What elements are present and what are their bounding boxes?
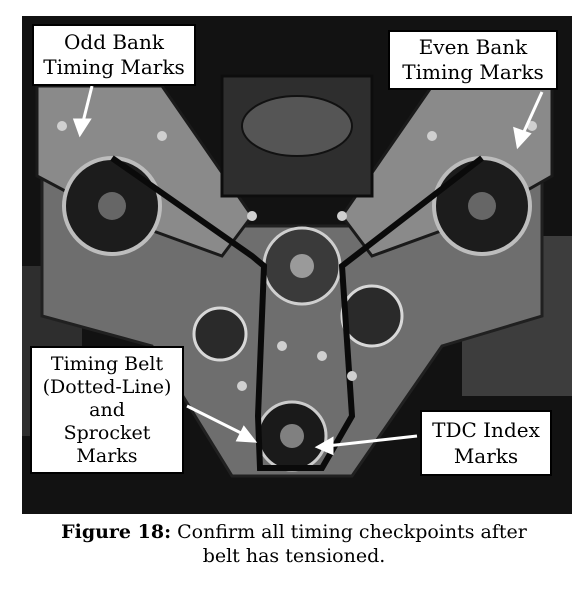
timing-belt-callout: Timing Belt (Dotted-Line) and Sprocket M… — [30, 346, 184, 474]
timing-belt-label-line2: (Dotted-Line) — [42, 375, 172, 398]
odd-bank-label-line2: Timing Marks — [43, 55, 185, 79]
tdc-label-line1: TDC Index — [432, 418, 540, 442]
odd-bank-callout: Odd Bank Timing Marks — [32, 24, 196, 86]
tdc-arrowhead — [314, 436, 334, 456]
even-bank-callout: Even Bank Timing Marks — [388, 30, 558, 90]
timing-belt-arrowhead — [235, 425, 258, 443]
timing-belt-arrow — [186, 404, 248, 438]
figure-caption: Figure 18: Confirm all timing checkpoint… — [20, 520, 568, 568]
tdc-arrow — [326, 434, 418, 448]
even-bank-label-line2: Timing Marks — [402, 60, 544, 84]
caption-text-line1: Confirm all timing checkpoints after — [171, 521, 527, 543]
caption-text-line2: belt has tensioned. — [202, 545, 386, 567]
bolt-heads — [57, 121, 537, 391]
odd-bank-cam-hub — [98, 192, 126, 220]
crankshaft-hub — [280, 424, 304, 448]
tdc-index-callout: TDC Index Marks — [420, 410, 552, 476]
even-bank-arrowhead — [513, 126, 532, 150]
timing-belt-label-line5: Marks — [76, 444, 138, 467]
timing-belt-label-line1: Timing Belt — [50, 352, 164, 375]
callout-arrows — [72, 85, 544, 456]
water-pump-hub — [290, 254, 314, 278]
odd-bank-label-line1: Odd Bank — [64, 30, 164, 54]
tdc-label-line2: Marks — [453, 444, 519, 468]
manifold-housing — [241, 95, 353, 157]
odd-bank-arrowhead — [72, 118, 92, 138]
timing-belt — [110, 155, 484, 471]
timing-belt-label-line3: and — [89, 398, 125, 421]
even-bank-label-line1: Even Bank — [418, 35, 528, 59]
tensioner-pulley-right — [340, 284, 404, 348]
engine-timing-photo — [22, 16, 572, 514]
idler-pulley-left — [192, 306, 248, 362]
timing-belt-label-line4: Sprocket — [63, 421, 151, 444]
even-bank-arrow — [520, 91, 544, 137]
even-bank-cam-hub — [468, 192, 496, 220]
figure-number: Figure 18: — [61, 521, 172, 543]
engine-illustration — [22, 16, 572, 514]
caption-line1: Figure 18: Confirm all timing checkpoint… — [20, 520, 568, 544]
